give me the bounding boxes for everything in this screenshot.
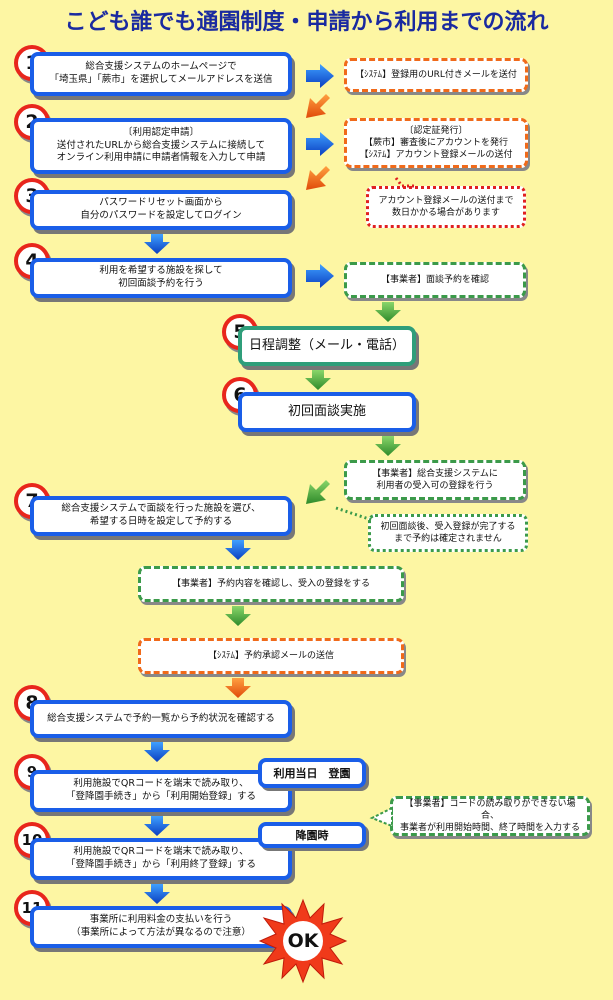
account-mail-note-line-2: 数日かかる場合があります [391, 208, 500, 218]
provider-reservation-confirm-box: 【事業者】予約内容を確認し、受入の登録をする [138, 566, 404, 602]
step-9-line-2: 「登降園手続き」から「利用開始登録」する [65, 791, 256, 802]
system-url-mail-text: 【ｼｽﾃﾑ】登録用のURL付きメールを送付 [355, 69, 517, 80]
step-9-line-1: 利用施設でQRコードを端末で読み取り、 [73, 778, 249, 790]
arrow-down-7 [225, 540, 251, 560]
arrow-down-9 [144, 816, 170, 836]
arrow-right-4 [306, 264, 334, 288]
provider-reservation-confirm-text: 【事業者】予約内容を確認し、受入の登録をする [171, 578, 370, 589]
page-title: こども誰でも通園制度・申請から利用までの流れ [64, 10, 549, 35]
arrow-down-orange [225, 678, 251, 698]
ok-starburst [258, 898, 348, 984]
reservation-note-line-1: 初回面談後、受入登録が完了する [380, 521, 516, 532]
certificate-issue-line-1: 〔認定証発行〕 [404, 125, 468, 136]
provider-accept-registration-box: 【事業者】総合支援システムに利用者の受入可の登録を行う [344, 460, 526, 500]
arrow-down-8 [144, 742, 170, 762]
step-3-box: パスワードリセット画面から自分のパスワードを設定してログイン [30, 190, 292, 230]
step-5-box: 日程調整（メール・電話） [238, 326, 416, 366]
step-7-box: 総合支援システムで面談を行った施設を選び、希望する日時を設定して予約する [30, 496, 292, 536]
step-1-line-1: 総合支援システムのホームページで [85, 61, 237, 73]
step-8-line-1: 総合支援システムで予約一覧から予約状況を確認する [47, 712, 275, 724]
step-9-box: 利用施設でQRコードを端末で読み取り、「登降園手続き」から「利用開始登録」する [30, 770, 292, 812]
ok-badge: OK [287, 930, 319, 952]
step-2-line-1: 〔利用認定申請〕 [122, 126, 199, 138]
arrow-down-green-5 [305, 370, 331, 390]
reservation-note: 初回面談後、受入登録が完了するまで予約は確定されません [368, 514, 528, 552]
system-url-mail-box: 【ｼｽﾃﾑ】登録用のURL付きメールを送付 [344, 58, 528, 92]
certificate-issue-line-2: 【蕨市】審査後にアカウントを発行 [363, 137, 508, 148]
certificate-issue-box: 〔認定証発行〕【蕨市】審査後にアカウントを発行【ｼｽﾃﾑ】アカウント登録メールの… [344, 118, 528, 168]
step-1-line-2: 「埼玉県」「蕨市」を選択してメールアドレスを送信 [49, 74, 273, 85]
step-2-line-3: オンライン利用申請に申請者情報を入力して申請 [56, 152, 266, 164]
arrow-down-10 [144, 884, 170, 904]
step-10-line-1: 利用施設でQRコードを端末で読み取り、 [73, 846, 249, 858]
step-5-line-1: 日程調整（メール・電話） [248, 338, 405, 354]
provider-accept-line-1: 【事業者】総合支援システムに [372, 468, 498, 479]
certificate-issue-line-3: 【ｼｽﾃﾑ】アカウント登録メールの送付 [359, 150, 513, 161]
step-4-box: 利用を希望する施設を探して初回面談予約を行う [30, 258, 292, 298]
arrow-right-2 [306, 132, 334, 156]
step-3-line-2: 自分のパスワードを設定してログイン [80, 210, 242, 221]
provider-manual-entry-line-2: 事業者が利用開始時間、終了時間を入力する [399, 823, 580, 834]
note-9-pointer [369, 806, 393, 828]
arrow-down-green-mid [225, 606, 251, 626]
account-mail-note: アカウント登録メールの送付まで数日かかる場合があります [366, 186, 526, 228]
step-2-box: 〔利用認定申請〕送付されたURLから総合支援システムに接続してオンライン利用申請… [30, 118, 292, 174]
arrow-diag-2 [306, 166, 330, 190]
day-of-use-tag: 利用当日 登園 [258, 758, 366, 788]
step-11-line-1: 事業所に利用料金の支払いを行う [89, 914, 233, 926]
step-7-line-2: 希望する日時を設定して予約する [89, 516, 233, 527]
note-7-pointer [335, 506, 373, 522]
step-6-line-1: 初回面談実施 [287, 404, 366, 420]
system-approval-mail-box: 【ｼｽﾃﾑ】予約承認メールの送信 [138, 638, 404, 674]
provider-confirm-text: 【事業者】面談予約を確認 [380, 274, 489, 285]
step-10-line-2: 「登降園手続き」から「利用終了登録」する [65, 859, 256, 870]
arrow-down-green-4 [375, 302, 401, 322]
provider-manual-entry-box: 【事業者】コードの読み取りができない場合、事業者が利用開始時間、終了時間を入力す… [390, 796, 590, 836]
step-11-box: 事業所に利用料金の支払いを行う（事業所によって方法が異なるので注意） [30, 906, 292, 948]
step-8-box: 総合支援システムで予約一覧から予約状況を確認する [30, 700, 292, 738]
step-1-box: 総合支援システムのホームページで「埼玉県」「蕨市」を選択してメールアドレスを送信 [30, 52, 292, 96]
provider-accept-line-2: 利用者の受入可の登録を行う [376, 481, 494, 491]
reservation-note-line-2: まで予約は確定されません [394, 534, 502, 544]
step-10-box: 利用施設でQRコードを端末で読み取り、「登降園手続き」から「利用終了登録」する [30, 838, 292, 880]
step-4-line-2: 初回面談予約を行う [118, 278, 204, 289]
departure-tag: 降園時 [258, 822, 366, 848]
arrow-diag-1 [306, 94, 330, 118]
step-11-line-2: （事業所によって方法が異なるので注意） [71, 927, 251, 938]
step-3-line-1: パスワードリセット画面から [99, 197, 223, 209]
step-7-line-1: 総合支援システムで面談を行った施設を選び、 [61, 503, 261, 515]
arrow-down-green-6 [375, 436, 401, 456]
system-approval-mail-text: 【ｼｽﾃﾑ】予約承認メールの送信 [207, 650, 334, 661]
arrow-down-3 [144, 234, 170, 254]
provider-manual-entry-line-1: 【事業者】コードの読み取りができない場合、 [404, 798, 576, 821]
provider-confirm-box: 【事業者】面談予約を確認 [344, 262, 526, 298]
account-mail-note-line-1: アカウント登録メールの送付まで [378, 195, 514, 206]
step-6-box: 初回面談実施 [238, 392, 416, 432]
step-2-line-2: 送付されたURLから総合支援システムに接続して [56, 139, 266, 151]
step-4-line-1: 利用を希望する施設を探して [99, 265, 223, 277]
arrow-right-1 [306, 64, 334, 88]
note-2-pointer [394, 177, 414, 188]
arrow-diag-green [306, 480, 330, 504]
